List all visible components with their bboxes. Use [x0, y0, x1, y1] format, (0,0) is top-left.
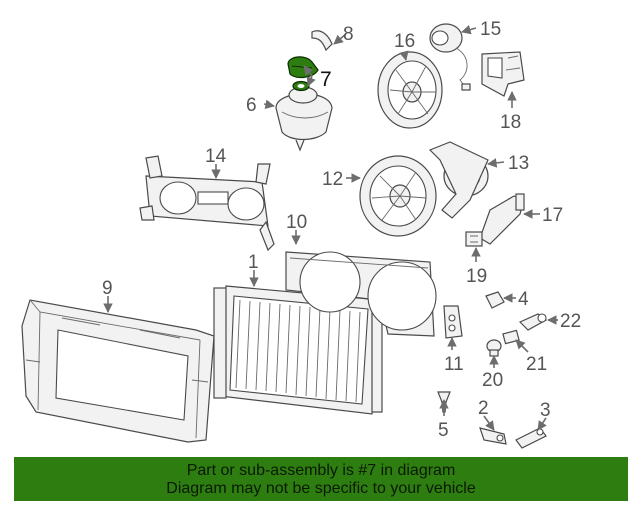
part-15-fan-motor[interactable] [429, 23, 471, 91]
part-14-bracket[interactable] [139, 155, 275, 252]
callout-7: 7 [320, 68, 332, 91]
part-3-arm[interactable] [515, 427, 547, 449]
callout-labels: 8 7 6 16 15 18 14 12 13 17 10 1 9 19 4 2… [102, 19, 581, 441]
leader-lines [103, 25, 558, 431]
part-7-cap-highlighted[interactable] [287, 56, 319, 92]
callout-11: 11 [444, 354, 464, 375]
callout-1: 1 [248, 252, 259, 273]
part-17-bracket[interactable] [479, 193, 525, 245]
part-1-radiator[interactable] [213, 285, 383, 415]
parts-diagram: 8 7 6 16 15 18 14 12 13 17 10 1 9 19 4 2… [21, 19, 581, 449]
part-2-arm[interactable] [479, 427, 507, 445]
callout-4: 4 [518, 289, 529, 310]
callout-5: 5 [438, 420, 449, 441]
callout-3: 3 [540, 400, 551, 421]
part-18-mounting-bracket[interactable] [481, 51, 525, 97]
part-6-expansion-tank[interactable] [275, 86, 333, 152]
callout-9: 9 [102, 278, 113, 299]
part-11-bracket[interactable] [443, 305, 463, 339]
callout-16: 16 [394, 31, 415, 52]
part-20-sensor[interactable] [486, 339, 502, 357]
part-22-sensor[interactable] [518, 313, 548, 331]
callout-14: 14 [205, 146, 227, 167]
callout-6: 6 [246, 95, 257, 116]
callout-12: 12 [322, 169, 343, 190]
part-8-small-bracket[interactable] [311, 30, 333, 52]
part-9-radiator-support[interactable] [21, 299, 215, 443]
part-21-connector[interactable] [502, 329, 520, 345]
callout-19: 19 [466, 266, 487, 287]
part-16-fan[interactable] [377, 51, 443, 129]
part-13-fan-cover[interactable] [428, 141, 489, 219]
callout-21: 21 [526, 354, 547, 375]
part-19-clip[interactable] [465, 231, 483, 247]
part-10-fan-shroud[interactable] [285, 251, 437, 337]
callout-13: 13 [508, 153, 529, 174]
callout-22: 22 [560, 311, 581, 332]
part-4-switch[interactable] [485, 291, 505, 309]
callout-17: 17 [542, 205, 563, 226]
callout-20: 20 [482, 370, 503, 391]
part-12-fan[interactable] [359, 155, 437, 237]
banner-line-1: Part or sub-assembly is #7 in diagram [186, 462, 456, 479]
callout-10: 10 [286, 212, 307, 233]
callout-8: 8 [343, 24, 354, 45]
banner-line-2: Diagram may not be specific to your vehi… [166, 480, 476, 497]
callout-18: 18 [500, 112, 521, 133]
callout-2: 2 [478, 398, 489, 419]
callout-15: 15 [480, 19, 501, 40]
info-banner: Part or sub-assembly is #7 in diagram Di… [14, 457, 628, 501]
